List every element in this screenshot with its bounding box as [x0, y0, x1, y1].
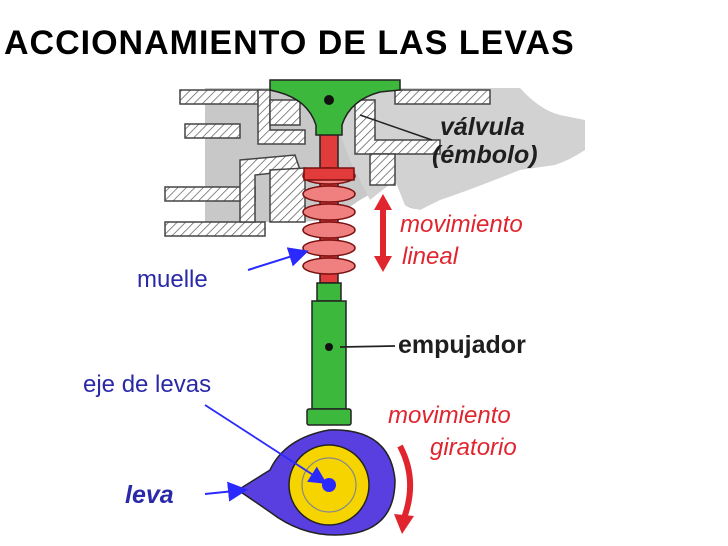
cam [236, 429, 396, 536]
label-movimiento-giratorio-1: movimiento [388, 402, 511, 429]
housing-wall-lower [164, 154, 306, 237]
label-movimiento-lineal-2: lineal [402, 243, 459, 270]
valve-head [269, 79, 401, 136]
label-empujador: empujador [398, 331, 526, 359]
rotary-motion-arrow [394, 444, 414, 534]
label-valvula: válvula [440, 113, 525, 141]
page-title: ACCIONAMIENTO DE LAS LEVAS [4, 24, 575, 62]
housing-wall-right [354, 89, 491, 186]
label-eje-de-levas: eje de levas [83, 371, 211, 398]
label-movimiento-lineal-1: movimiento [400, 211, 523, 238]
spring [302, 167, 356, 275]
label-leva: leva [125, 481, 174, 509]
label-movimiento-giratorio-2: giratorio [430, 434, 517, 461]
linear-motion-arrow [374, 194, 392, 272]
label-embolo: (émbolo) [432, 141, 538, 169]
housing-wall-upper [179, 89, 306, 145]
label-muelle: muelle [137, 266, 208, 293]
leader-lines [204, 114, 433, 502]
pushrod [306, 282, 352, 426]
